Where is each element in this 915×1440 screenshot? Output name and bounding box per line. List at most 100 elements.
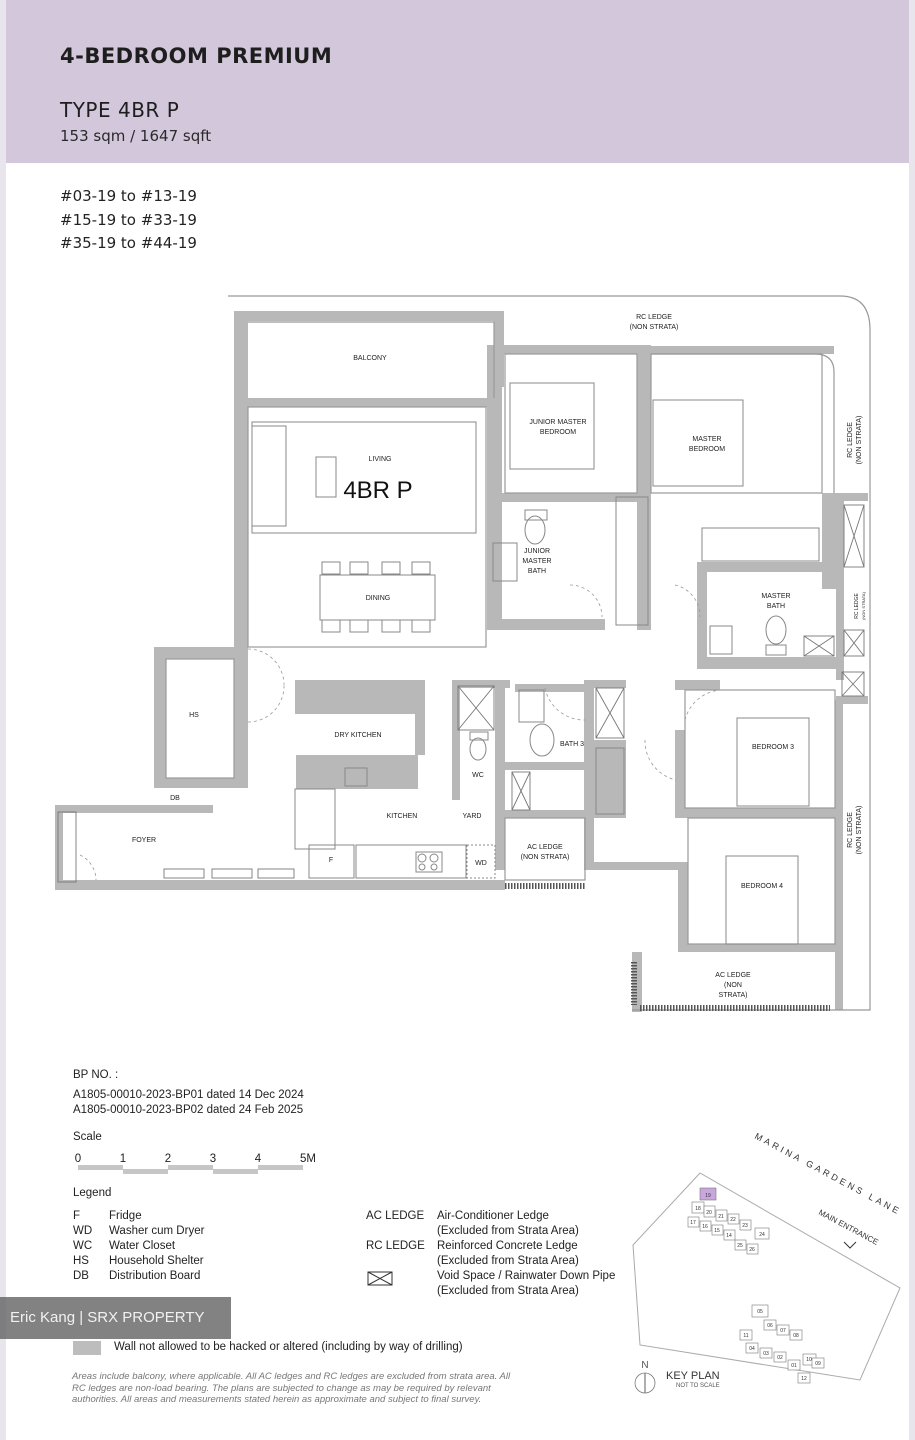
wall-note: Wall not allowed to be hacked or altered… — [114, 1341, 463, 1353]
key-block: 02 — [777, 1355, 783, 1361]
unit-area: 153 sqm / 1647 sqft — [60, 127, 212, 145]
label-fridge: F — [329, 857, 333, 864]
vertical-ledge-labels: RC LEDGE (NON STRATA) RC LEDGE (NON STRA… — [847, 416, 866, 855]
scale-tick: 4 — [255, 1153, 262, 1165]
key-block: 10 — [806, 1357, 812, 1363]
walls — [55, 311, 868, 1012]
unit-range: #15-19 to #33-19 — [60, 210, 197, 229]
key-block: 22 — [730, 1217, 736, 1223]
railings — [505, 883, 830, 1011]
street-label: MARINA GARDENS LANE — [753, 1131, 903, 1217]
unit-numbers: #03-19 to #13-19 #15-19 to #33-19 #35-19… — [60, 185, 197, 256]
page-title: 4-BEDROOM PREMIUM — [60, 44, 333, 68]
legend-item: (Excluded from Strata Area) — [437, 1285, 579, 1297]
key-block: 06 — [767, 1323, 773, 1329]
label-yard: YARD — [463, 813, 482, 820]
label-ac-bottom-1: AC LEDGE — [715, 972, 751, 979]
main-entrance-label: MAIN ENTRANCE — [817, 1208, 880, 1247]
label-master-bedroom-1: MASTER — [692, 436, 721, 443]
label-bedroom3: BEDROOM 3 — [752, 744, 794, 751]
scale-tick: 3 — [210, 1153, 216, 1165]
scale-tick: 2 — [165, 1153, 171, 1165]
unit-plan-label: 4BR P — [343, 477, 412, 504]
label-rc-top-1: RC LEDGE — [636, 314, 672, 321]
label-jm-bath-3: BATH — [528, 568, 546, 575]
key-block: 16 — [702, 1224, 708, 1230]
scale-bar: 0 1 2 3 4 5M — [75, 1153, 316, 1174]
key-block: 05 — [757, 1309, 763, 1315]
key-block: 09 — [815, 1361, 821, 1367]
key-block: 18 — [695, 1206, 701, 1212]
label-bedroom4: BEDROOM 4 — [741, 883, 783, 890]
key-block: 21 — [718, 1214, 724, 1220]
label-wc: WC — [472, 772, 484, 779]
page-edge-left — [0, 0, 6, 1440]
key-block: 08 — [793, 1333, 799, 1339]
scale-tick: 1 — [120, 1153, 126, 1165]
page-edge-right — [909, 0, 915, 1440]
label-dining: DINING — [366, 595, 391, 602]
scale-tick: 5M — [300, 1153, 316, 1165]
bp-label: BP NO. : — [73, 1069, 119, 1081]
key-plan: 19 18 20 21 17 16 15 22 23 24 14 25 26 0… — [632, 1131, 903, 1394]
label-rc-right-low-2: (NON STRATA) — [856, 806, 863, 855]
key-block: 15 — [714, 1228, 720, 1234]
wall-swatch — [73, 1341, 101, 1355]
label-jm-bath-2: MASTER — [522, 558, 551, 565]
door-swings — [79, 584, 721, 881]
key-block: 12 — [801, 1376, 807, 1382]
key-block: 14 — [726, 1233, 732, 1239]
outline — [165, 295, 871, 1011]
unit-type: TYPE 4BR P — [60, 98, 180, 122]
entrance-arrow-icon — [843, 1241, 857, 1249]
label-wd: WD — [475, 860, 487, 867]
label-bath3: BATH 3 — [560, 741, 584, 748]
label-foyer: FOYER — [132, 837, 156, 844]
key-block: 25 — [737, 1243, 743, 1249]
label-rc-right-mid-1: RC LEDGE — [854, 593, 860, 619]
disclaimer: Areas include balcony, where applicable.… — [72, 1371, 511, 1405]
label-master-bath-1: MASTER — [761, 593, 790, 600]
label-kitchen: KITCHEN — [387, 813, 418, 820]
label-ac-mid-2: (NON STRATA) — [521, 854, 570, 861]
label-rc-right-mid-2: (NON STRATA) — [861, 591, 866, 620]
key-block: 26 — [749, 1247, 755, 1253]
label-db: DB — [170, 795, 180, 802]
room-labels: BALCONY LIVING DINING JUNIOR MASTER BEDR… — [132, 314, 794, 999]
label-ac-bottom-2: (NON — [724, 982, 742, 989]
legend-item: Void Space / Rainwater Down Pipe — [437, 1270, 616, 1282]
bp-line: A1805-00010-2023-BP02 dated 24 Feb 2025 — [73, 1104, 304, 1116]
key-block: 07 — [780, 1328, 786, 1334]
label-living: LIVING — [369, 456, 392, 463]
furniture — [251, 382, 820, 945]
scale-tick: 0 — [75, 1153, 81, 1165]
bp-line: A1805-00010-2023-BP01 dated 14 Dec 2024 — [73, 1089, 304, 1101]
label-rc-right-top-2: (NON STRATA) — [856, 416, 863, 465]
label-jm-bedroom-2: BEDROOM — [540, 429, 576, 436]
label-master-bedroom-2: BEDROOM — [689, 446, 725, 453]
void-legend-icon — [367, 1271, 393, 1286]
key-block: 03 — [763, 1351, 769, 1357]
key-plan-label: KEY PLAN — [666, 1370, 720, 1382]
key-block: 20 — [706, 1210, 712, 1216]
key-block: 24 — [759, 1232, 765, 1238]
label-hs: HS — [189, 712, 199, 719]
label-jm-bedroom-1: JUNIOR MASTER — [529, 419, 586, 426]
legend-item: (Excluded from Strata Area) — [437, 1255, 579, 1267]
void-spaces — [57, 504, 865, 883]
unit-range: #03-19 to #13-19 — [60, 187, 197, 205]
label-rc-right-low-1: RC LEDGE — [847, 812, 854, 848]
unit-range: #35-19 to #44-19 — [60, 234, 197, 252]
north-label: N — [641, 1360, 648, 1371]
label-balcony: BALCONY — [353, 355, 387, 362]
watermark: Eric Kang | SRX PROPERTY — [0, 1297, 231, 1339]
key-block: 11 — [743, 1333, 748, 1339]
